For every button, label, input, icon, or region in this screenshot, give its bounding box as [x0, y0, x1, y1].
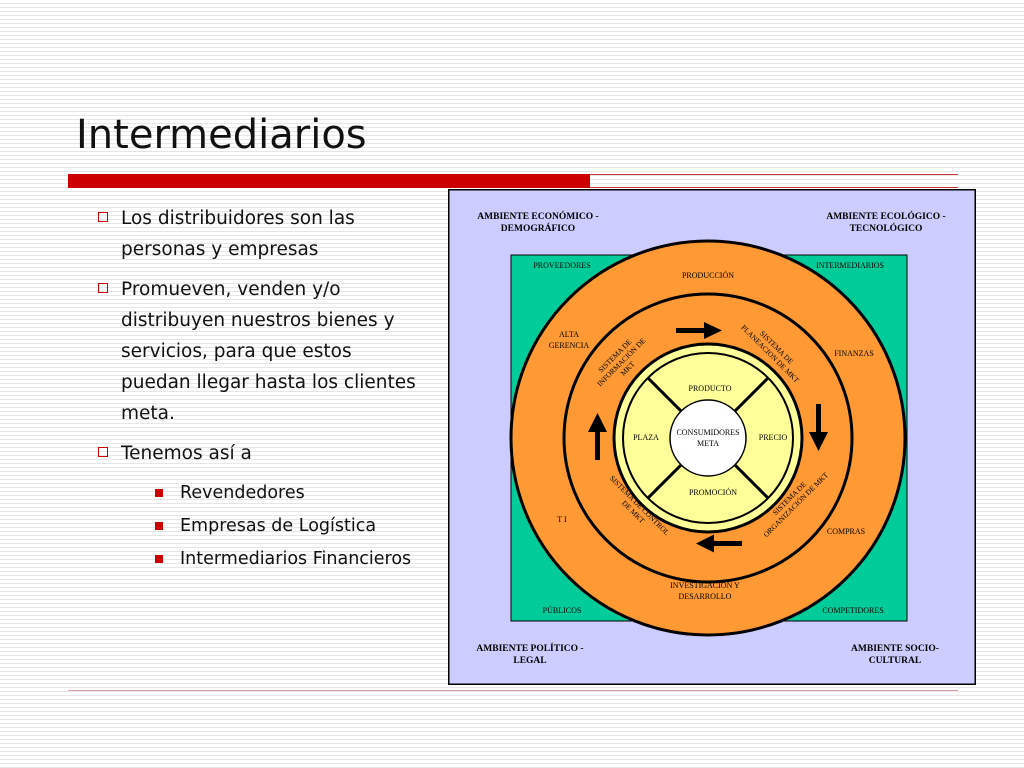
- arrow-right-icon: [676, 322, 722, 339]
- arrow-left-icon: [696, 534, 742, 553]
- marketing-systems-ring: [562, 292, 854, 584]
- label-consumidores-meta: META: [697, 439, 719, 448]
- sub-bullet-text: Revendedores: [180, 483, 305, 503]
- hollow-square-bullet-icon: [98, 212, 108, 222]
- corner-label-political: LEGAL: [513, 656, 546, 666]
- arrow-down-icon: [809, 404, 828, 451]
- cycle-arrows: [588, 322, 828, 553]
- label-consumidores-meta: CONSUMIDORES: [676, 428, 739, 437]
- label-investigacion: INVESTIGACIÓN Y: [670, 580, 740, 590]
- title-underline: [68, 174, 958, 188]
- label-compras: COMPRAS: [827, 527, 865, 536]
- label-publicos: PÚBLICOS: [543, 605, 582, 615]
- sub-bullet-text: Empresas de Logística: [180, 516, 377, 536]
- corner-label-sociocultural: AMBIENTE SOCIO-: [851, 644, 939, 654]
- label-finanzas: FINANZAS: [834, 349, 874, 358]
- corner-label-ecological: AMBIENTE ECOLÓGICO -: [826, 210, 945, 222]
- filled-square-bullet-icon: [155, 555, 163, 563]
- slide-title: Intermediarios: [76, 112, 367, 158]
- marketing-environment-diagram: AMBIENTE ECONÓMICO - DEMOGRÁFICO AMBIENT…: [448, 189, 976, 685]
- label-precio: PRECIO: [759, 433, 788, 442]
- bullet-text: Promueven, venden y/o distribuyen nuestr…: [121, 279, 416, 424]
- bullet-list: Los distribuidores son las personas y em…: [96, 203, 416, 577]
- title-underline-red-bar: [68, 174, 590, 188]
- label-ti: T I: [557, 515, 567, 524]
- label-competidores: COMPETIDORES: [822, 606, 883, 615]
- marketing-mix-dividers: [646, 376, 770, 500]
- arrow-up-icon: [588, 413, 607, 460]
- hollow-square-bullet-icon: [98, 447, 108, 457]
- sub-bullet-text: Intermediarios Financieros: [180, 549, 412, 569]
- bullet-item: Promueven, venden y/o distribuyen nuestr…: [96, 274, 416, 429]
- hollow-square-bullet-icon: [98, 283, 108, 293]
- corner-label-ecological: TECNOLÓGICO: [850, 222, 923, 234]
- bullet-item: Tenemos así a: [96, 438, 416, 469]
- label-produccion: PRODUCCIÓN: [682, 270, 734, 280]
- title-underline-thin-top: [590, 174, 958, 175]
- sub-bullet-item: Revendedores: [96, 478, 416, 509]
- label-promocion: PROMOCIÓN: [689, 487, 737, 497]
- corner-label-economic: DEMOGRÁFICO: [501, 222, 575, 234]
- corner-label-sociocultural: CULTURAL: [869, 656, 921, 666]
- title-underline-thin-bottom: [590, 187, 958, 188]
- sub-bullet-item: Empresas de Logística: [96, 511, 416, 542]
- target-consumers-circle: [669, 399, 747, 477]
- bullet-text: Tenemos así a: [121, 443, 252, 464]
- label-investigacion: DESARROLLO: [679, 592, 732, 601]
- filled-square-bullet-icon: [155, 522, 163, 530]
- corner-label-economic: AMBIENTE ECONÓMICO -: [477, 210, 598, 222]
- label-alta-gerencia: GERENCIA: [549, 341, 590, 350]
- label-intermediarios: INTERMEDIARIOS: [816, 261, 884, 270]
- footer-divider: [68, 690, 958, 691]
- sub-bullet-item: Intermediarios Financieros: [96, 544, 416, 575]
- bullet-text: Los distribuidores son las personas y em…: [121, 208, 355, 260]
- bullet-item: Los distribuidores son las personas y em…: [96, 203, 416, 265]
- label-alta-gerencia: ALTA: [559, 330, 579, 339]
- label-proveedores: PROVEEDORES: [533, 261, 590, 270]
- label-producto: PRODUCTO: [689, 384, 732, 393]
- filled-square-bullet-icon: [155, 489, 163, 497]
- label-plaza: PLAZA: [633, 433, 659, 442]
- corner-label-political: AMBIENTE POLÍTICO -: [476, 642, 583, 654]
